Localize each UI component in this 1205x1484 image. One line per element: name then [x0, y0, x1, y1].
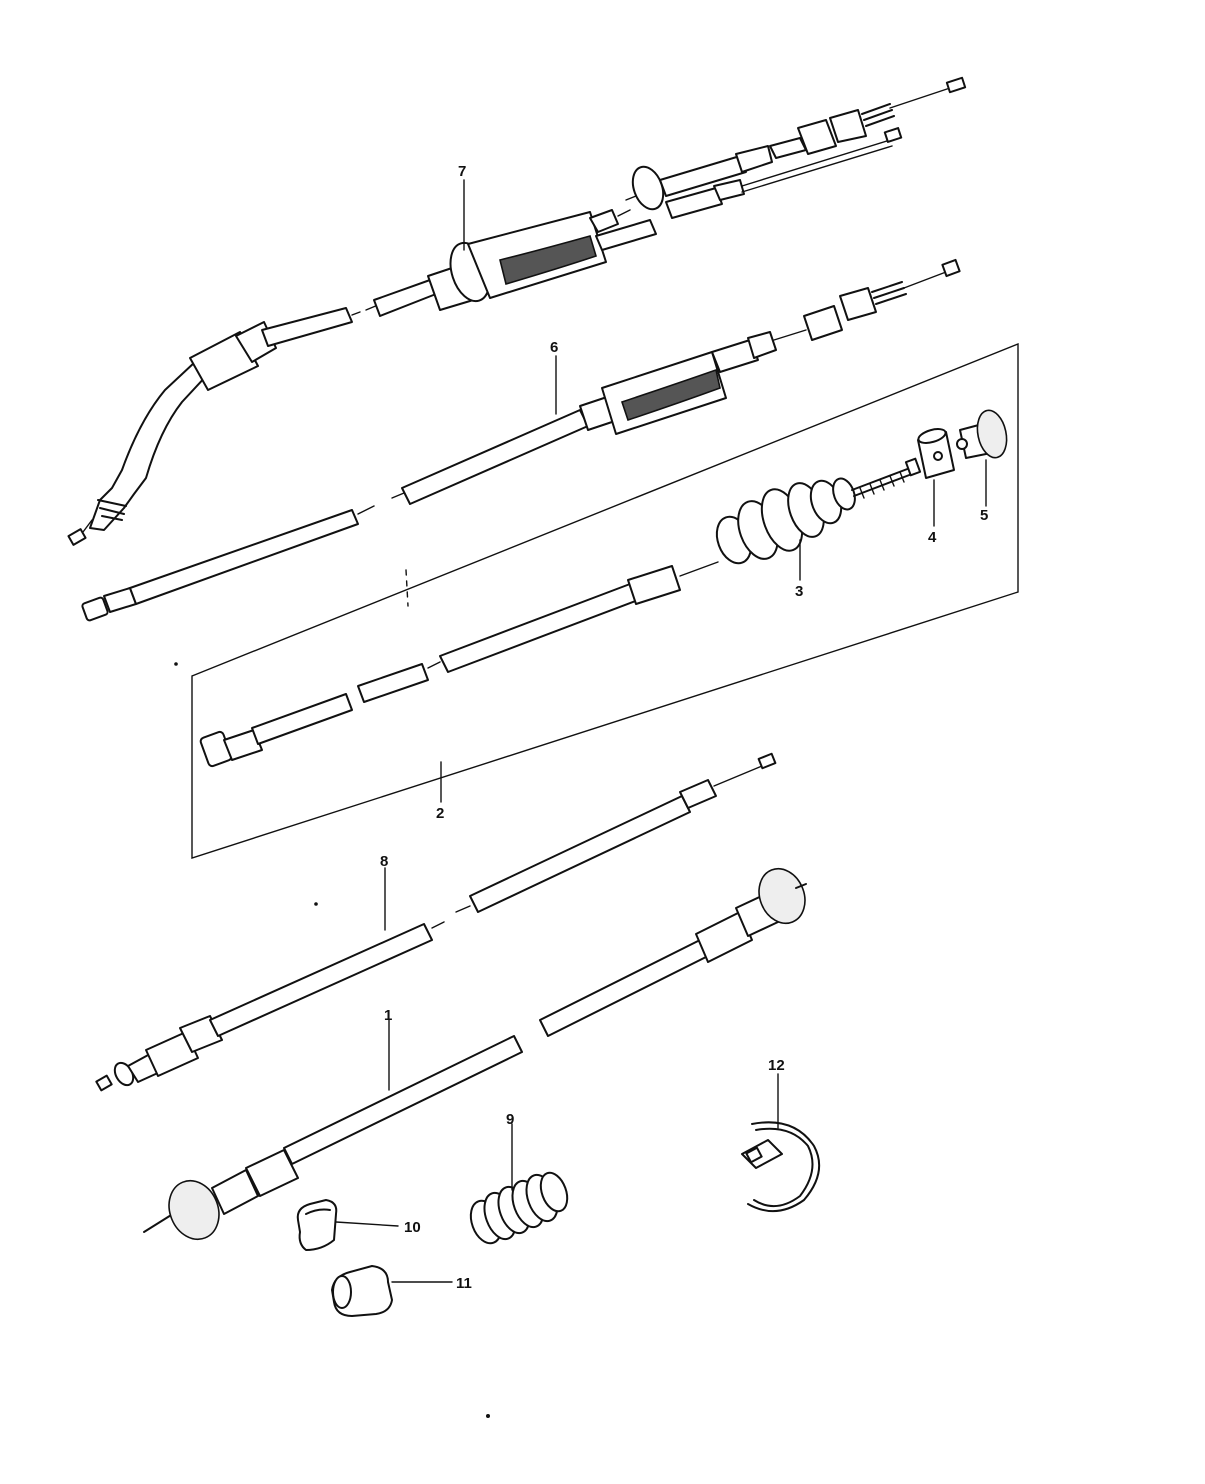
- sleeve-11: [331, 1265, 393, 1317]
- clutch-cable-6: [81, 258, 961, 622]
- outer-tube-1-lower: [283, 1035, 523, 1165]
- part-label-8: 8: [380, 853, 388, 870]
- knurled-nut-lower: [168, 1179, 220, 1241]
- part-label-5: 5: [980, 507, 988, 524]
- cable-barrel-4: [917, 428, 955, 479]
- nut-upper: [797, 119, 837, 155]
- spring-9: [469, 1171, 569, 1245]
- outer-tube-upper: [401, 409, 589, 505]
- leader-lines: [335, 179, 987, 1283]
- clip-10: [296, 1199, 338, 1251]
- wire-nipple: [67, 528, 87, 546]
- part-label-1: 1: [384, 1007, 392, 1024]
- adjuster-nut-6: [803, 305, 843, 341]
- rubber-boot-3: [715, 477, 856, 565]
- kit-outline: [191, 342, 1019, 859]
- part-label-7: 7: [458, 163, 466, 180]
- curved-end-fitting: [89, 361, 209, 531]
- kit-box-2: [191, 342, 1019, 859]
- part-label-4: 4: [928, 529, 937, 546]
- cable-end-elbow: [81, 596, 109, 622]
- outer-tube-8-lower: [209, 923, 433, 1037]
- outer-tube-short: [261, 307, 353, 347]
- knurled-adjuster-5: [956, 409, 1008, 459]
- stray-dot: [314, 902, 318, 906]
- part-label-3: 3: [795, 583, 803, 600]
- outer-tube-1-upper: [539, 939, 709, 1037]
- outer-tube-8-upper: [469, 795, 691, 913]
- cable-with-boot: [199, 457, 922, 768]
- part-label-11: 11: [456, 1275, 472, 1292]
- band-clamp-12: [741, 1121, 821, 1212]
- part-label-2: 2: [436, 805, 444, 822]
- knurled-nut-upper: [758, 867, 806, 925]
- outer-tube-lower: [129, 509, 359, 605]
- throttle-cable-assembly: [67, 76, 967, 546]
- cable-8: [95, 752, 777, 1092]
- stray-dot: [486, 1414, 490, 1418]
- adjuster-nut: [189, 331, 259, 391]
- thread-lines: [97, 499, 127, 521]
- part-label-6: 6: [550, 339, 558, 356]
- part-label-10: 10: [404, 1219, 421, 1236]
- stray-dot: [174, 662, 178, 666]
- adjuster-8: [145, 1031, 199, 1077]
- part-label-12: 12: [768, 1057, 785, 1074]
- part-label-9: 9: [506, 1111, 514, 1128]
- speedometer-cable-1: [143, 867, 807, 1241]
